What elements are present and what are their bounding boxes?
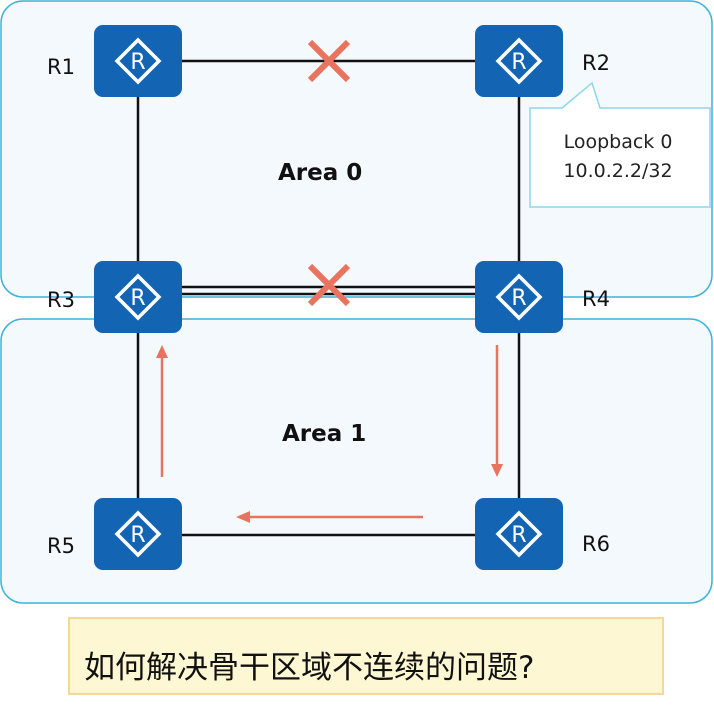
router-icon-letter: R — [511, 523, 526, 548]
loopback-callout-box — [529, 81, 711, 208]
arrow-r6-to-r5 — [236, 511, 423, 523]
question-banner: 如何解决骨干区域不连续的问题? — [68, 617, 664, 695]
router-layer: R R R R R R — [94, 25, 563, 570]
router-icon-letter: R — [511, 50, 526, 75]
router-label-r5: R5 — [47, 534, 75, 558]
loopback-address-label: 10.0.2.2/32 — [563, 160, 673, 182]
router-icon-r1: R — [94, 25, 182, 97]
router-icon-letter: R — [130, 50, 145, 75]
question-text: 如何解决骨干区域不连续的问题? — [84, 650, 535, 686]
router-label-r3: R3 — [47, 288, 75, 312]
router-label-r1: R1 — [47, 55, 75, 79]
area-0-label: Area 0 — [278, 160, 363, 186]
router-label-r4: R4 — [582, 287, 610, 311]
router-icon-letter: R — [130, 523, 145, 548]
broken-link-mark-r1-r2 — [307, 39, 351, 83]
router-icon-r3: R — [94, 261, 182, 333]
router-icon-r2: R — [475, 25, 563, 97]
router-icon-r5: R — [94, 498, 182, 570]
arrow-r4-to-r6 — [491, 345, 503, 477]
arrow-r5-to-r3 — [156, 345, 168, 477]
router-label-r6: R6 — [582, 532, 610, 556]
router-label-r2: R2 — [582, 51, 610, 75]
router-icon-r4: R — [475, 261, 563, 333]
router-icon-letter: R — [511, 286, 526, 311]
router-icon-letter: R — [130, 286, 145, 311]
router-icon-r6: R — [475, 498, 563, 570]
area-1-label: Area 1 — [282, 421, 367, 447]
broken-link-mark-r3-r4 — [307, 263, 351, 307]
loopback-interface-label: Loopback 0 — [563, 131, 673, 153]
